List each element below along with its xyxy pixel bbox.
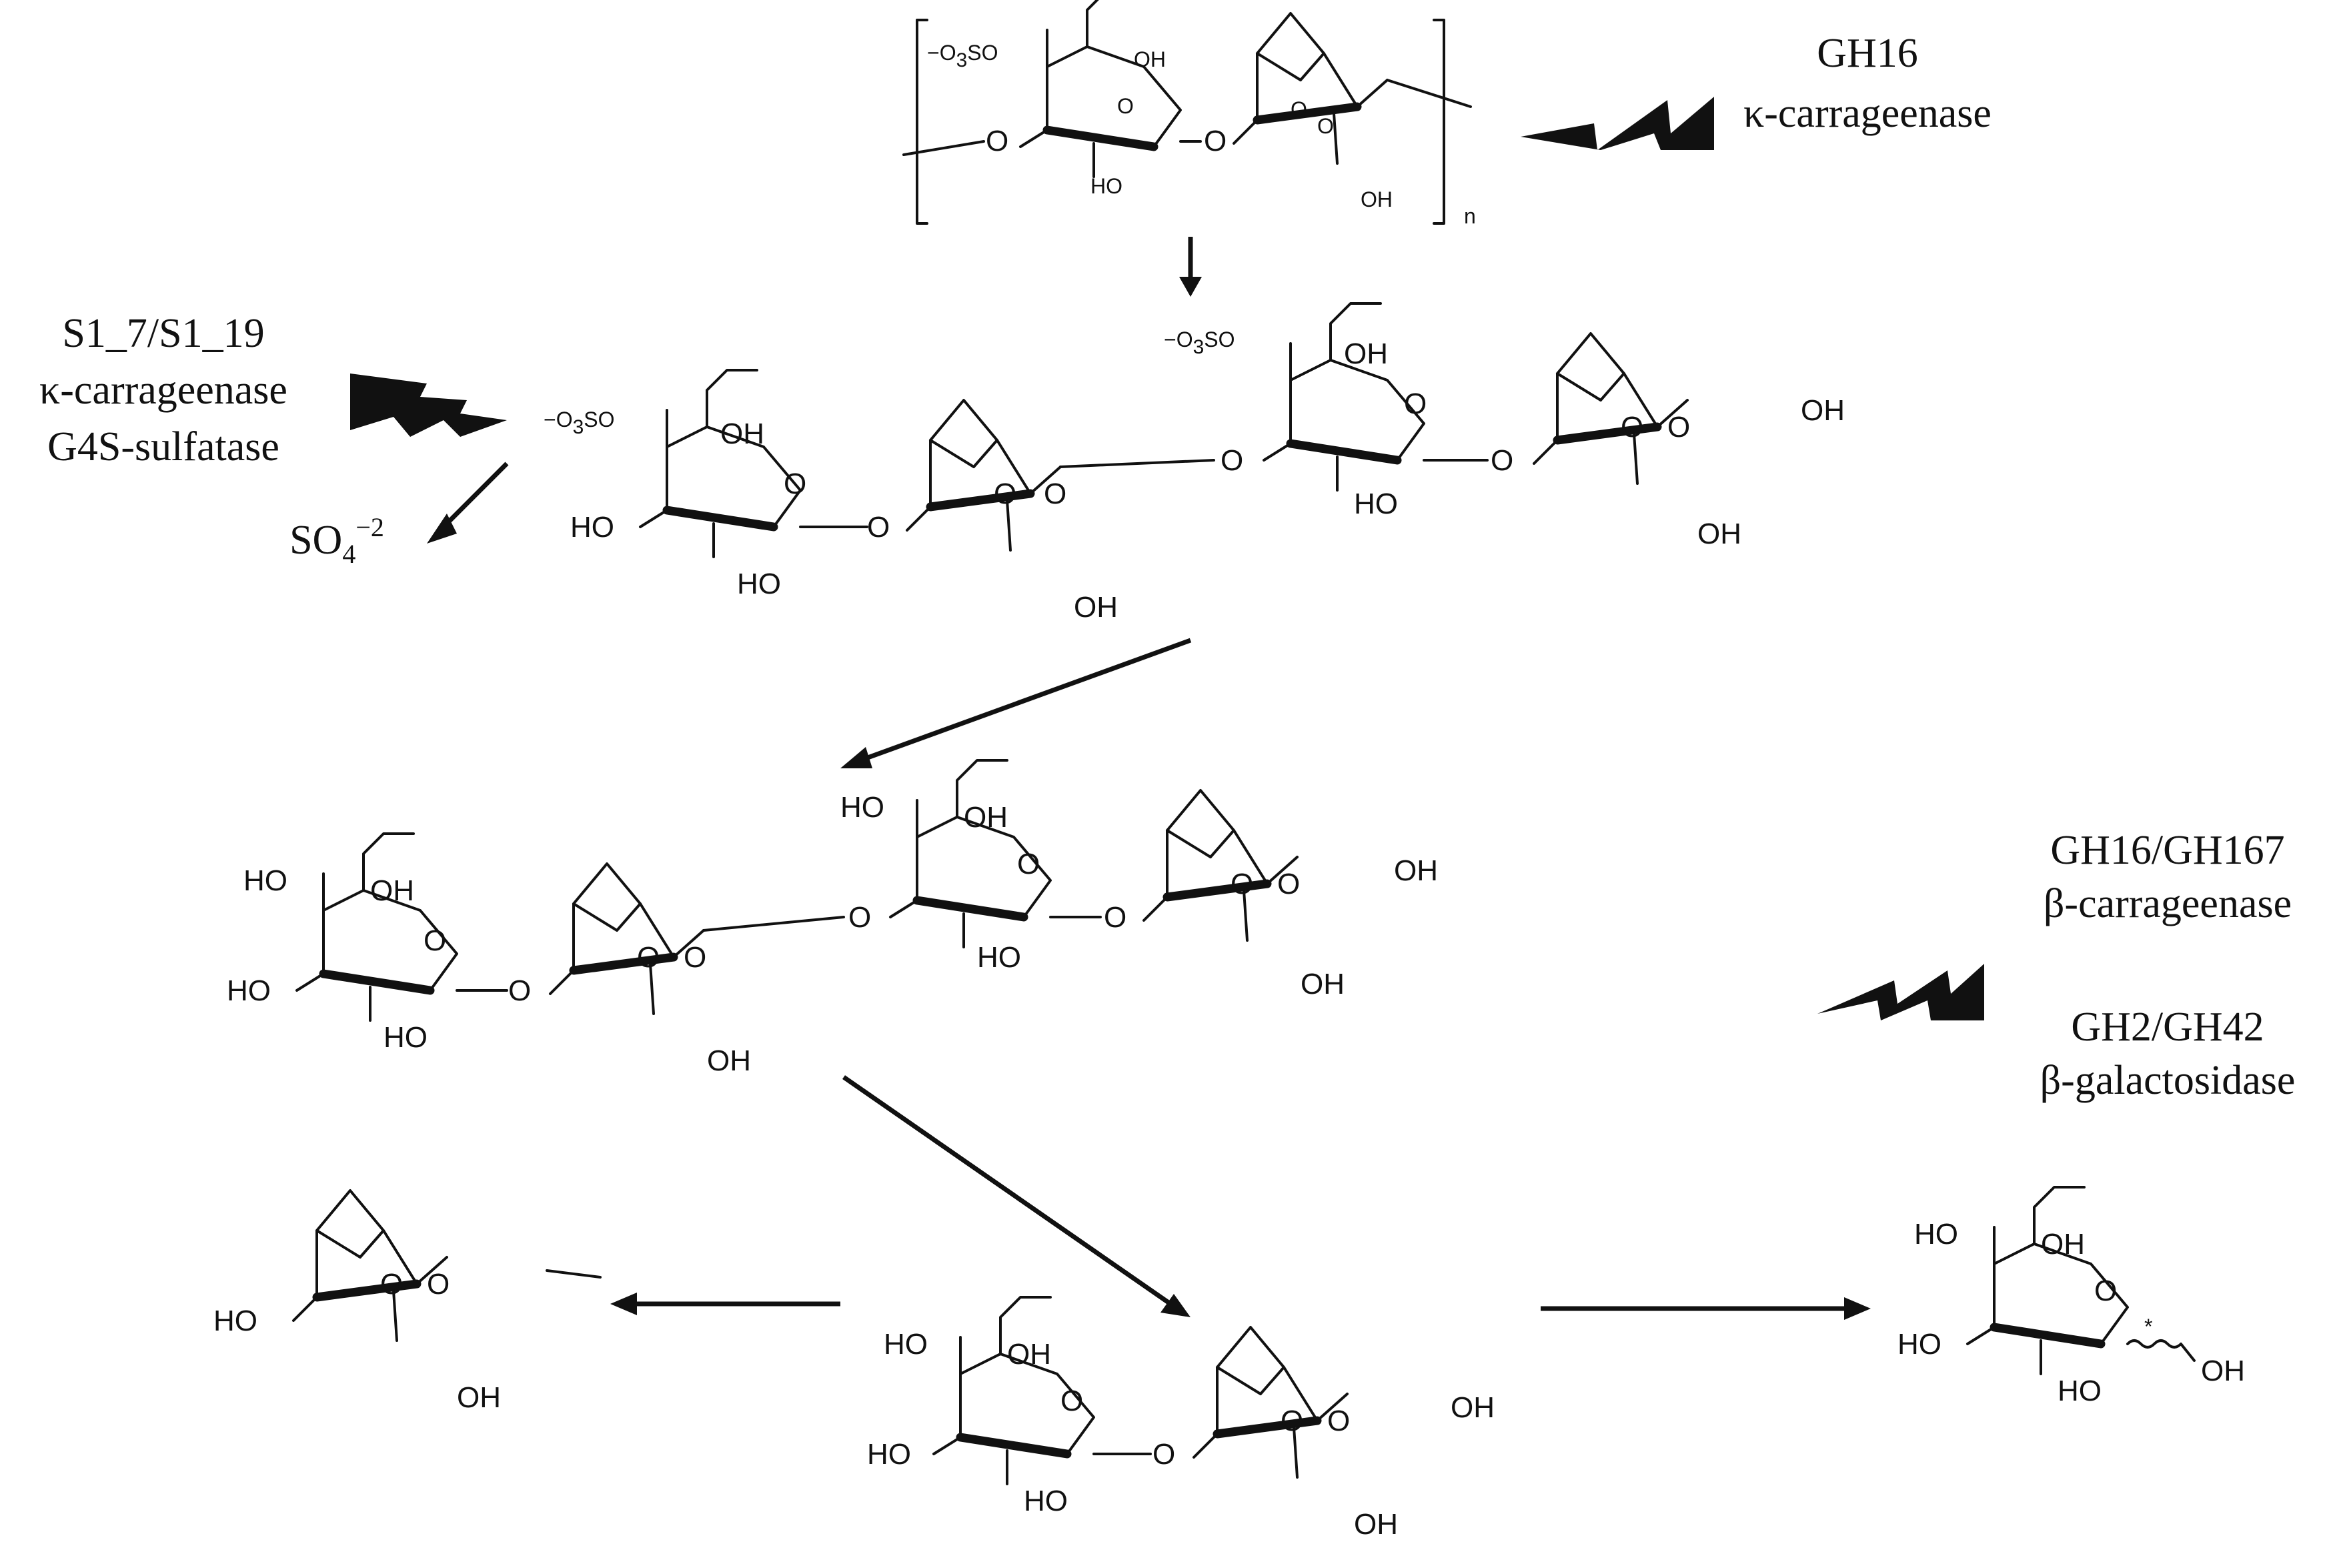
ring-oxygen-label: O (994, 478, 1016, 510)
ring-oxygen-label: O (1327, 1405, 1350, 1437)
ring-oxygen-label: O (1017, 848, 1040, 880)
galactose-monomer: HO HO OH O HO * OH (1897, 1187, 2245, 1407)
hydroxyl-label: OH (2041, 1228, 2085, 1261)
lightning-bolt-icon (350, 373, 507, 437)
ring-oxygen-label: O (424, 924, 446, 957)
hydroxyl-label: OH (1451, 1391, 1495, 1424)
hydroxyl-label: HO (1024, 1485, 1068, 1517)
neocarrabiose-disaccharide: HO HO OH O HO O O O OH OH (867, 1297, 1495, 1541)
hydroxyl-label: HO (213, 1305, 257, 1337)
enzyme-label-right-a: GH16/GH167 β-carrageenase (2044, 828, 2292, 926)
sulfate-group: −O3SO (1164, 327, 1235, 358)
lightning-bolt-icon (1817, 964, 1984, 1020)
hydroxyl-label: OH (1074, 591, 1118, 624)
glycosidic-oxygen: O (986, 125, 1008, 157)
hydroxyl-label: HO (840, 791, 884, 824)
ring-oxygen-label: O (1291, 97, 1307, 121)
glycosidic-oxygen: O (1221, 444, 1243, 477)
glycosidic-oxygen: O (1204, 125, 1227, 157)
hydroxyl-label: OH (1354, 1508, 1398, 1541)
reaction-arrow (1179, 237, 1202, 297)
hydroxyl-label: HO (1897, 1328, 1941, 1361)
glycosidic-oxygen: O (1152, 1438, 1175, 1471)
lightning-bolt-icon (1521, 97, 1714, 150)
hydroxyl-label: OH (2201, 1355, 2245, 1387)
ring-oxygen-label: O (1231, 868, 1253, 900)
svg-text:GH16: GH16 (1817, 31, 1918, 76)
hydroxyl-label: HO (243, 864, 287, 897)
sulfate-group: −O3SO (544, 408, 615, 438)
hydroxyl-label: OH (457, 1381, 501, 1414)
ring-oxygen-label: O (784, 468, 806, 500)
svg-text:κ-carrageenase: κ-carrageenase (1743, 91, 1992, 136)
hydroxyl-label: OH (1007, 1338, 1051, 1371)
hydroxyl-label: HO (2058, 1375, 2102, 1407)
hydroxyl-label: HO (570, 511, 614, 544)
kappa-carrageenan-polymer: n O −O3SO OH O HO O O O OH (902, 0, 1476, 228)
ring-oxygen-label: O (1277, 868, 1300, 900)
hydroxyl-label: HO (1914, 1218, 1958, 1251)
glycosidic-oxygen: O (848, 901, 871, 934)
reaction-arrow (842, 1075, 1191, 1317)
hydroxyl-label: OH (370, 874, 414, 907)
hydroxyl-label: OH (720, 418, 764, 450)
ring-oxygen-label: O (1060, 1385, 1083, 1417)
hydroxyl-label: HO (977, 941, 1021, 974)
anhydrogalactose-monomer: HO O O OH (213, 1191, 602, 1414)
desulfated-tetrasaccharide: HO HO OH O HO O O O OH O HO OH O HO O O … (227, 760, 1438, 1077)
hydroxyl-label: OH (1394, 854, 1438, 887)
glycosidic-oxygen: O (1104, 901, 1126, 934)
hydroxyl-label: OH (1134, 47, 1166, 71)
ring-oxygen-label: O (1117, 94, 1134, 118)
enzyme-label-top: GH16 κ-carrageenase (1743, 31, 1992, 136)
hydroxyl-label: HO (884, 1328, 928, 1361)
hydroxyl-label: OH (707, 1044, 751, 1077)
ring-oxygen-label: O (427, 1268, 450, 1301)
hydroxyl-label: HO (867, 1438, 911, 1471)
hydroxyl-label: OH (1301, 968, 1345, 1000)
enzyme-label-left: S1_7/S1_19 κ-carrageenase G4S-sulfatase (39, 311, 287, 470)
ring-oxygen-label: O (380, 1268, 403, 1301)
ring-oxygen-label: O (1404, 387, 1427, 420)
svg-text:κ-carrageenase: κ-carrageenase (39, 367, 287, 413)
sulfate-group: −O3SO (927, 41, 998, 71)
hydroxyl-label: OH (964, 801, 1008, 834)
reaction-arrow (610, 1293, 840, 1315)
svg-text:β-galactosidase: β-galactosidase (2040, 1058, 2296, 1103)
hydroxyl-label: HO (1090, 174, 1122, 198)
ring-oxygen-label: O (1317, 114, 1334, 138)
reaction-arrow (427, 462, 509, 544)
svg-text:β-carrageenase: β-carrageenase (2044, 881, 2292, 926)
svg-text:G4S-sulfatase: G4S-sulfatase (47, 424, 279, 470)
repeat-subscript: n (1464, 204, 1476, 228)
glycosidic-oxygen: O (1491, 444, 1513, 477)
hydroxyl-label: OH (1344, 337, 1388, 370)
ring-oxygen-label: O (637, 941, 660, 974)
glycosidic-oxygen: O (508, 974, 531, 1007)
anomeric-marker: * (2144, 1315, 2152, 1339)
svg-text:S1_7/S1_19: S1_7/S1_19 (62, 311, 264, 356)
ring-oxygen-label: O (2094, 1275, 2117, 1307)
ring-oxygen-label: O (1667, 411, 1690, 444)
svg-text:GH2/GH42: GH2/GH42 (2071, 1004, 2264, 1050)
ring-oxygen-label: O (1044, 478, 1066, 510)
reaction-arrow (1541, 1297, 1871, 1320)
hydroxyl-label: OH (1361, 187, 1393, 211)
sulfate-byproduct: SO4−2 (289, 512, 384, 569)
sulfated-tetrasaccharide: HO −O3SO OH O HO O O O OH O −O3SO OH O H… (544, 303, 1845, 624)
hydroxyl-label: OH (1801, 394, 1845, 427)
hydroxyl-label: HO (737, 568, 781, 600)
glycosidic-oxygen: O (867, 511, 890, 544)
hydroxyl-label: HO (1354, 488, 1398, 520)
reaction-arrow (840, 638, 1192, 768)
hydroxyl-label: OH (1697, 518, 1741, 550)
enzyme-label-right-b: GH2/GH42 β-galactosidase (2040, 1004, 2296, 1103)
ring-oxygen-label: O (1621, 411, 1643, 444)
ring-oxygen-label: O (1281, 1405, 1303, 1437)
svg-text:GH16/GH167: GH16/GH167 (2050, 828, 2284, 873)
hydroxyl-label: HO (383, 1021, 428, 1054)
hydroxyl-label: HO (227, 974, 271, 1007)
ring-oxygen-label: O (684, 941, 706, 974)
